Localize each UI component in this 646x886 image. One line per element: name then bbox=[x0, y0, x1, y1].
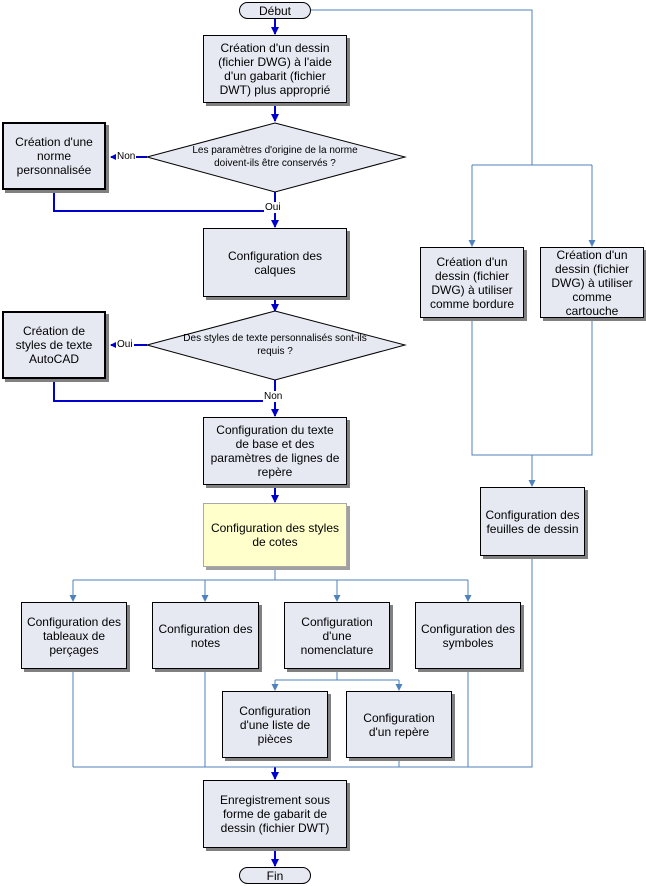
decision-custom-text[interactable]: Des styles de texte personnalisés sont-i… bbox=[183, 333, 367, 357]
step-parts-list[interactable]: Configuration d'une liste de pièces bbox=[222, 691, 328, 758]
step-base-text[interactable]: Configuration du texte de base et des pa… bbox=[203, 417, 347, 485]
step-notes[interactable]: Configuration des notes bbox=[152, 602, 259, 669]
step-text-styles[interactable]: Création de styles de texte AutoCAD bbox=[2, 311, 106, 379]
edge-label-oui-1: Oui bbox=[264, 202, 282, 213]
decision-keep-origin[interactable]: Les paramètres d'origine de la norme doi… bbox=[192, 145, 358, 169]
decision-keep-origin-shape bbox=[145, 122, 407, 193]
step-hole-tables[interactable]: Configuration des tableaux de perçages bbox=[21, 602, 127, 669]
step-border-drawing[interactable]: Création d'un dessin (fichier DWG) à uti… bbox=[420, 247, 524, 318]
step-save-template[interactable]: Enregistrement sous forme de gabarit de … bbox=[203, 780, 347, 848]
step-title-block-drawing[interactable]: Création d'un dessin (fichier DWG) à uti… bbox=[540, 247, 644, 318]
step-sheets[interactable]: Configuration des feuilles de dessin bbox=[480, 487, 585, 556]
edge-label-non-1: Non bbox=[116, 151, 137, 162]
step-custom-standard[interactable]: Création d'une norme personnalisée bbox=[2, 122, 106, 190]
edge-custom-standard-merge bbox=[53, 190, 275, 212]
edge-label-oui-2: Oui bbox=[116, 339, 134, 350]
step-create-drawing[interactable]: Création d'un dessin (fichier DWG) à l'a… bbox=[203, 35, 347, 103]
step-balloon[interactable]: Configuration d'un repère bbox=[346, 691, 452, 758]
step-nomenclature[interactable]: Configuration d'une nomenclature bbox=[284, 602, 390, 669]
edge-text-styles-merge bbox=[53, 379, 275, 402]
step-dim-styles[interactable]: Configuration des styles de cotes bbox=[203, 503, 347, 567]
decision-custom-text-shape bbox=[145, 310, 407, 381]
edge-label-non-2: Non bbox=[263, 391, 284, 402]
step-symbols[interactable]: Configuration des symboles bbox=[415, 602, 521, 669]
edge-join-bar bbox=[471, 318, 593, 456]
start-terminal[interactable]: Début bbox=[239, 2, 311, 19]
step-layers[interactable]: Configuration des calques bbox=[203, 228, 347, 297]
edge-start-right-branch bbox=[311, 9, 533, 165]
end-terminal[interactable]: Fin bbox=[239, 867, 311, 884]
